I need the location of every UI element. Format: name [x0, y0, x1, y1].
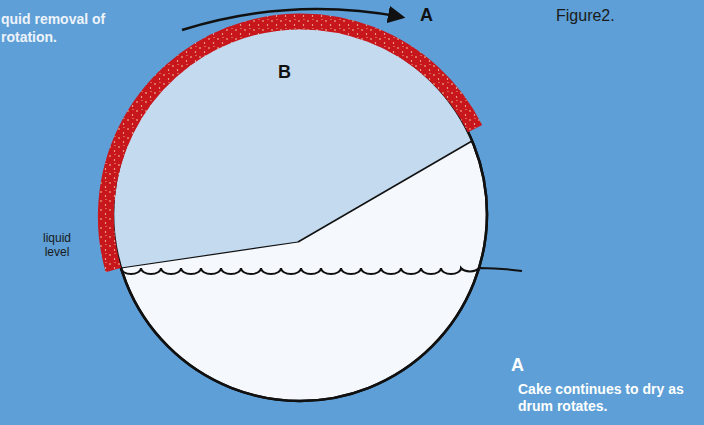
note-text: quid removal of rotation. [1, 10, 113, 46]
point-letter: A [511, 355, 535, 375]
liquid-wave [121, 268, 522, 274]
point-letter: A [420, 5, 444, 25]
zone-border [121, 242, 298, 268]
zone-border [298, 141, 472, 242]
rotation-arrow [182, 9, 402, 30]
zone-letter: B [278, 62, 302, 82]
liquid-surface [121, 268, 522, 274]
level-label: liquid level [30, 231, 84, 259]
filter-cake [106, 21, 475, 270]
figure-label: Figure2. [556, 6, 646, 26]
note-text: Cake continues to dry as drum rotates. [518, 381, 698, 415]
